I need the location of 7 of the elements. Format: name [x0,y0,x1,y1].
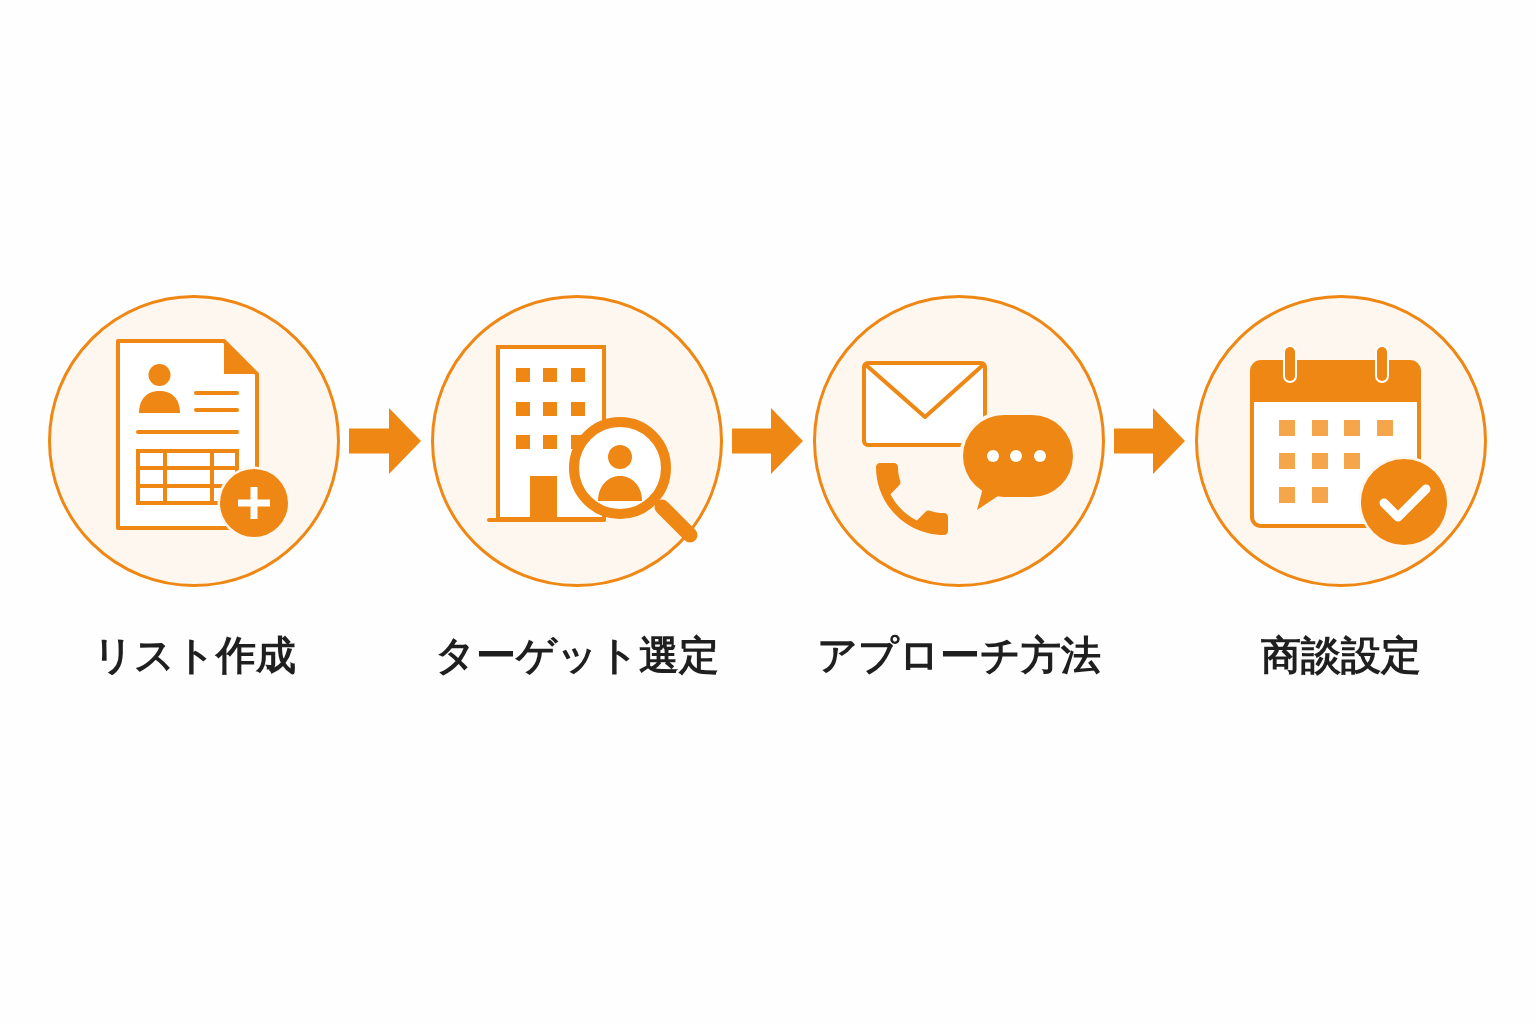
arrow [1114,408,1185,474]
arrow [732,408,803,474]
step-label: リスト作成 [92,632,296,678]
step-label: ターゲット選定 [435,632,719,678]
arrow [349,408,421,474]
step-label: アプローチ方法 [817,632,1101,678]
step-label: 商談設定 [1261,632,1421,678]
